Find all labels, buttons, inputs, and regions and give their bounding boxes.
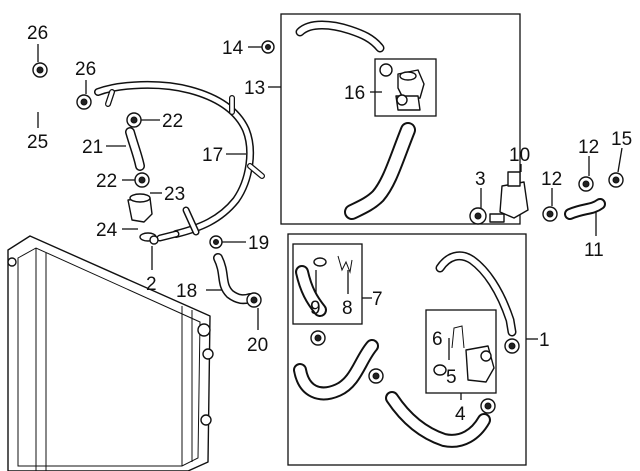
callout-20: 20 <box>247 335 268 356</box>
clamp-12-a <box>542 206 558 222</box>
thermostat-housing-4 <box>433 325 495 383</box>
clamp-12-b <box>578 176 594 192</box>
callout-21: 21 <box>82 137 103 158</box>
hose-25 <box>8 62 92 111</box>
callout-6: 6 <box>432 329 443 350</box>
callout-14: 14 <box>222 38 244 59</box>
hose-13-lower <box>344 122 416 220</box>
callout-12-a: 12 <box>541 169 562 190</box>
callout-9: 9 <box>310 298 321 319</box>
callout-13: 13 <box>244 78 265 99</box>
callout-24: 24 <box>96 220 118 241</box>
hose-lower-left <box>293 330 384 401</box>
leader-lines <box>37 44 623 400</box>
callout-25: 25 <box>27 132 48 153</box>
hose-13 <box>295 20 385 53</box>
callout-26-b: 26 <box>75 59 96 80</box>
callout-18: 18 <box>176 281 197 302</box>
callout-labels: 26 26 25 14 13 16 22 21 17 22 23 24 2 19… <box>27 23 632 425</box>
group-box-7 <box>292 243 363 325</box>
callout-11: 11 <box>584 240 604 261</box>
callout-3: 3 <box>475 169 486 190</box>
hose-1 <box>435 251 520 354</box>
elbow-9 <box>295 257 327 317</box>
callout-22-a: 22 <box>162 111 183 132</box>
radiator <box>7 235 214 471</box>
callout-7: 7 <box>372 289 383 310</box>
callout-16: 16 <box>344 83 365 104</box>
clamp-3 <box>469 207 487 225</box>
callout-1: 1 <box>539 330 550 351</box>
pipe-17 <box>94 80 265 242</box>
callout-17: 17 <box>202 145 223 166</box>
valve-16 <box>379 63 425 111</box>
callout-5: 5 <box>446 367 457 388</box>
pump-10 <box>489 171 529 223</box>
group-box-1 <box>287 233 527 466</box>
callout-2: 2 <box>146 274 157 295</box>
callout-12-b: 12 <box>578 137 599 158</box>
callout-19: 19 <box>248 233 269 254</box>
group-box-13 <box>280 13 521 225</box>
callout-10: 10 <box>509 145 530 166</box>
wire-clip-8 <box>337 255 353 274</box>
hose-18-assembly <box>209 235 262 308</box>
group-box-16 <box>374 58 437 117</box>
hose-lower-right <box>385 391 496 448</box>
callout-26-a: 26 <box>27 23 48 44</box>
callout-15: 15 <box>611 129 632 150</box>
clamp-14 <box>261 40 275 54</box>
callout-23: 23 <box>164 184 185 205</box>
callout-22-b: 22 <box>96 171 117 192</box>
clamp-15 <box>608 172 624 188</box>
callout-4: 4 <box>455 404 466 425</box>
hose-21-assembly <box>125 112 159 245</box>
callout-8: 8 <box>342 298 353 319</box>
hose-11 <box>564 198 606 220</box>
